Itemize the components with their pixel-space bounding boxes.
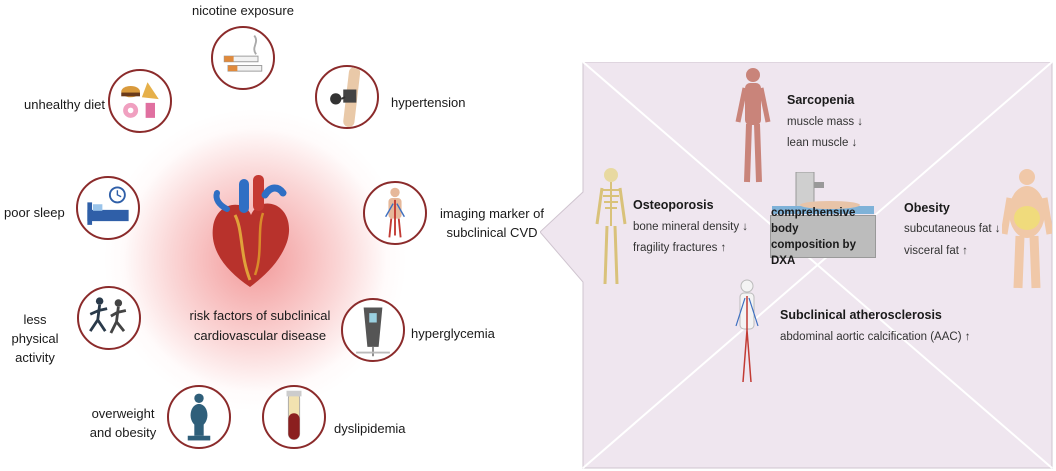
label-hyperglycemia: hyperglycemia	[411, 326, 495, 341]
runners-icon	[77, 286, 141, 350]
heart-icon	[212, 175, 290, 287]
atherosclerosis-title: Subclinical atherosclerosis	[780, 308, 942, 322]
label-activity-line2: activity	[15, 350, 55, 365]
osteoporosis-line1: bone mineral density ↓	[633, 221, 749, 233]
label-imaging-line2: subclinical CVD	[446, 225, 538, 240]
scale-person-icon	[167, 385, 231, 449]
junk-food-icon	[108, 69, 172, 133]
dxa-scanner-icon	[772, 172, 874, 214]
sarcopenia-title: Sarcopenia	[787, 93, 855, 107]
sarcopenia-line2: lean muscle ↓	[787, 137, 858, 149]
osteoporosis-line2: fragility fractures ↑	[633, 242, 727, 254]
obesity-title: Obesity	[904, 201, 950, 215]
sleep-clock-icon	[76, 176, 140, 240]
dxa-panel	[540, 62, 1053, 469]
blood-pressure-icon	[315, 65, 379, 129]
label-overweight-line1: overweight	[91, 406, 155, 421]
label-dyslipidemia: dyslipidemia	[334, 421, 406, 436]
insulin-pen-icon	[341, 298, 405, 362]
label-hypertension: hypertension	[391, 95, 466, 110]
skeleton-icon	[595, 168, 627, 285]
circulatory-body-icon	[363, 181, 427, 245]
label-nicotine: nicotine exposure	[192, 3, 294, 18]
center-label: risk factors of subclinical cardiovascul…	[170, 306, 350, 346]
dxa-box-line1: comprehensive body	[771, 206, 856, 235]
muscle-figure-icon	[735, 68, 771, 183]
label-imaging: imaging marker of subclinical CVD	[437, 204, 547, 242]
label-sleep: poor sleep	[4, 205, 65, 220]
label-diet: unhealthy diet	[24, 97, 105, 112]
dxa-box-line2: composition by DXA	[771, 238, 856, 267]
atherosclerosis-line1: abdominal aortic calcification (AAC) ↑	[780, 331, 971, 343]
center-label-line1: risk factors of subclinical	[189, 308, 331, 323]
label-overweight: overweight and obesity	[82, 404, 164, 442]
obesity-line1: subcutaneous fat ↓	[904, 223, 1001, 235]
vascular-figure-icon	[735, 279, 759, 383]
label-overweight-line2: and obesity	[89, 425, 157, 440]
obesity-line2: visceral fat ↑	[904, 245, 968, 257]
osteoporosis-title: Osteoporosis	[633, 198, 714, 212]
sarcopenia-line1: muscle mass ↓	[787, 116, 864, 128]
cigarette-icon	[211, 26, 275, 90]
obese-figure-icon	[1002, 169, 1052, 289]
label-activity: less physical activity	[0, 310, 70, 367]
label-imaging-line1: imaging marker of	[439, 206, 545, 221]
blood-tube-icon	[262, 385, 326, 449]
label-activity-line1: less physical	[11, 312, 59, 346]
dxa-center-box: comprehensive body composition by DXA	[770, 207, 876, 267]
center-label-line2: cardiovascular disease	[193, 328, 327, 343]
